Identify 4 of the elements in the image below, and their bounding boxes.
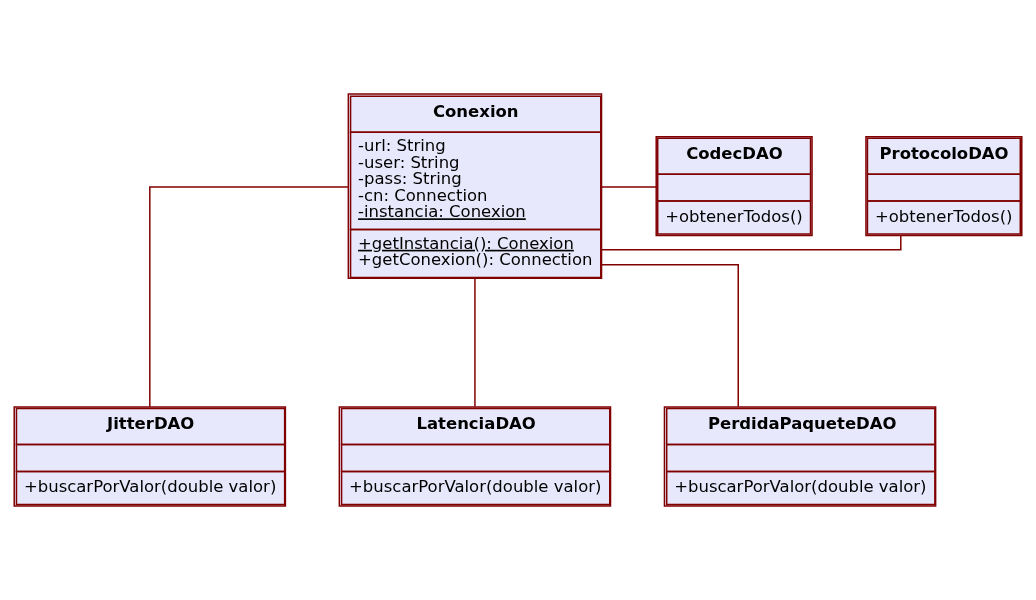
connector bbox=[149, 186, 350, 408]
connector bbox=[600, 264, 739, 408]
connector bbox=[474, 277, 476, 408]
connector bbox=[601, 186, 657, 188]
